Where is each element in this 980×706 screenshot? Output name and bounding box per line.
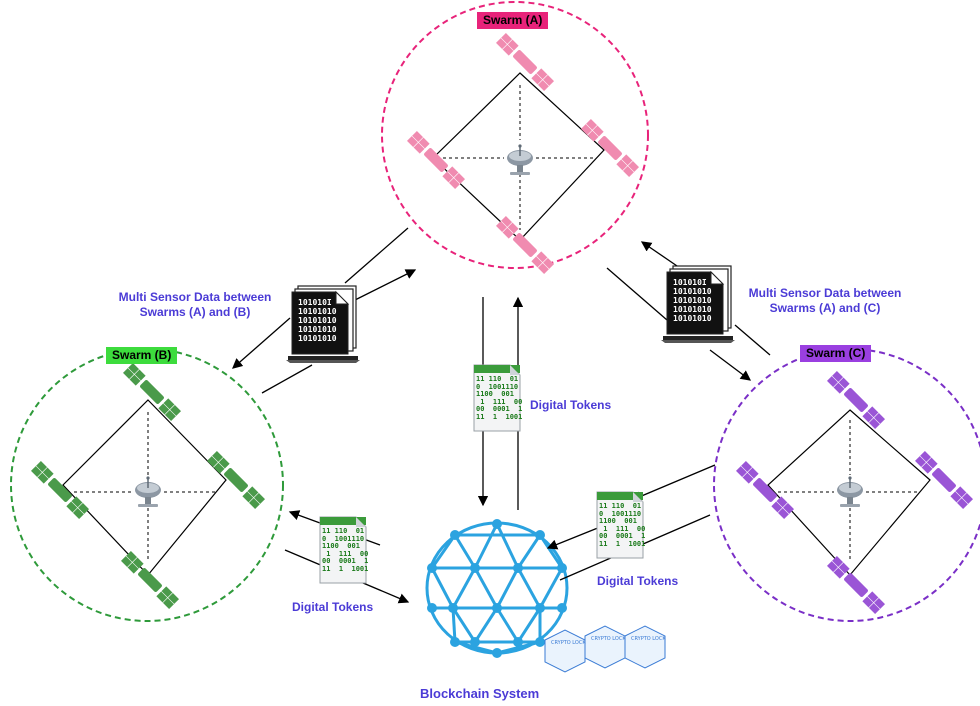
data-file-binary: 101010I 10101010 10101010 10101010 10101… [673, 278, 712, 323]
swarm-a-boundary [381, 1, 649, 269]
swarm-b-label: Swarm (B) [106, 347, 178, 364]
crypto-lock-label: CRYPTO LOCK [591, 636, 626, 642]
crypto-lock-label: CRYPTO LOCK [551, 640, 586, 646]
sensor-data-ac-label: Multi Sensor Data between Swarms (A) and… [748, 286, 902, 315]
token-binary: 11 110 01 0 1001110 1100 001 1 111 00 00… [322, 527, 369, 573]
sensor-data-ab-label: Multi Sensor Data between Swarms (A) and… [118, 290, 272, 319]
crypto-lock-label: CRYPTO LOCK [631, 636, 666, 642]
ground-antenna-icon [134, 475, 162, 508]
blockchain-nodes [427, 519, 567, 658]
digital-tokens-left-label: Digital Tokens [292, 600, 374, 614]
token-binary: 11 110 01 0 1001110 1100 001 1 111 00 00… [476, 375, 523, 421]
data-file-binary: 101010I 10101010 10101010 10101010 10101… [298, 298, 337, 343]
digital-tokens-right-label: Digital Tokens [597, 574, 679, 588]
blockchain-system-label: Blockchain System [420, 686, 540, 701]
ground-antenna-icon [836, 475, 864, 508]
swarm-c-label: Swarm (C) [800, 345, 872, 362]
digital-tokens-center-label: Digital Tokens [530, 398, 612, 412]
crypto-lock-icon [544, 625, 666, 673]
blockchain-network-icon [425, 521, 569, 655]
ground-antenna-icon [506, 143, 534, 176]
token-binary: 11 110 01 0 1001110 1100 001 1 111 00 00… [599, 502, 646, 548]
swarm-a-label: Swarm (A) [477, 12, 549, 29]
